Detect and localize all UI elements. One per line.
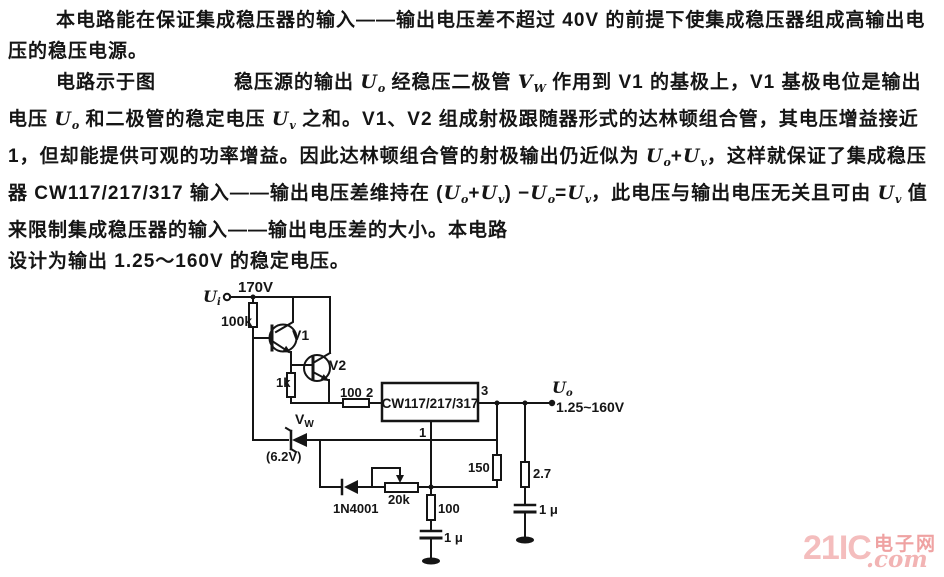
text-segment: 经稳压二极管 [385, 72, 518, 93]
label-pin1: 1 [419, 425, 426, 440]
diode-1n4001 [344, 480, 358, 494]
text-segment: U [682, 145, 701, 167]
text-segment: 稳压源的输出 [234, 72, 361, 93]
text-segment: U [567, 182, 585, 204]
label-vw: VW [295, 411, 314, 430]
text-segment: v [289, 119, 296, 132]
text-segment: 值来限制集成稳压器的输入——输出电压差的大小。本电路 [8, 183, 928, 241]
text-segment: ，此电压与输出电压无关且可由 [591, 183, 878, 204]
text-segment: o [547, 193, 556, 206]
text-segment: + [670, 146, 683, 167]
description-text: 本电路能在保证集成稳压器的输入——输出电压差不超过 40V 的前提下使集成稳压器… [0, 0, 944, 277]
text-segment: 本电路能在保证集成稳压器的输入——输出电压差不超过 40V 的前提下使集成稳压器… [8, 10, 926, 62]
resistor-2p7 [520, 461, 530, 488]
ground-out [516, 536, 534, 544]
text-segment: U [530, 182, 548, 204]
label-150: 150 [468, 460, 490, 475]
resistor-150 [492, 454, 502, 481]
text-segment: U [480, 182, 499, 204]
text-segment: U [645, 145, 664, 167]
wiper-arrow [396, 475, 404, 483]
paragraph-2: 电路示于图 稳压源的输出 Uo 经稳压二极管 VW 作用到 V1 的基极上，V1 … [8, 67, 938, 277]
label-v1: V1 [292, 327, 309, 343]
text-segment: ) − [504, 183, 531, 204]
output-terminal [548, 399, 556, 407]
text-segment: o [377, 82, 386, 95]
circuit-labels: 170V Ui 100k V1 V2 1k 100 2 CW117/217/31… [203, 279, 625, 545]
text-segment: v [700, 156, 707, 169]
label-pin3: 3 [481, 383, 488, 398]
ground-adj [422, 557, 440, 565]
text-segment: v [584, 193, 592, 206]
text-segment: U [360, 71, 378, 93]
label-pin2: 2 [366, 385, 373, 400]
text-segment: 设计为输出 1.25～160V 的稳定电压。 [8, 251, 350, 272]
label-170v: 170V [238, 279, 273, 296]
circuit-solids [250, 294, 556, 565]
text-segment: W [533, 82, 546, 95]
v1-emitter-arrow [282, 345, 291, 353]
text-segment: o [461, 193, 469, 206]
label-100-in: 100 [340, 385, 362, 400]
text-segment: 电路示于图 [56, 72, 157, 93]
text-segment: U [271, 108, 290, 130]
text-segment: U [443, 182, 462, 204]
label-cap-adj: 1 μ [444, 530, 463, 545]
watermark-site: 电子网 [874, 534, 938, 555]
potentiometer-20k [384, 482, 419, 493]
watermark-tld: .com [866, 546, 928, 573]
text-segment: 和二极管的稳定电压 [79, 109, 272, 130]
label-ui: Ui [203, 287, 221, 308]
label-100k: 100k [221, 313, 252, 329]
label-1n4001: 1N4001 [333, 501, 379, 516]
text-segment: o [663, 156, 671, 169]
paragraph-1: 本电路能在保证集成稳压器的输入——输出电压差不超过 40V 的前提下使集成稳压器… [8, 5, 938, 67]
label-100-adj: 100 [438, 501, 460, 516]
label-2p7: 2.7 [533, 466, 551, 481]
label-uo: Uo [552, 378, 573, 399]
text-segment: U [54, 108, 72, 130]
transistor-v2 [303, 354, 331, 382]
resistor-100-input [342, 398, 370, 408]
v2-emitter-arrow [320, 374, 329, 381]
text-segment: v [498, 193, 505, 206]
text-segment: o [71, 119, 80, 132]
text-segment: 之和。V1、V2 组成射极跟随器形式的达林顿组合管，其电压增益接近 1，但却能提… [8, 109, 919, 167]
text-segment: U [877, 182, 896, 204]
circuit-wires [222, 292, 550, 559]
watermark-brand: 21IC [803, 529, 872, 567]
label-v2: V2 [329, 357, 346, 373]
label-1k: 1k [276, 375, 291, 390]
label-6p2v: (6.2V) [266, 449, 301, 464]
label-output-range: 1.25~160V [556, 399, 625, 415]
text-segment: = [555, 183, 568, 204]
label-20k: 20k [388, 492, 410, 507]
text-segment: v [895, 193, 902, 206]
zener-diode-vw [292, 433, 307, 447]
resistor-100-adj [426, 494, 436, 521]
text-segment: 作用到 V1 的基极上，V1 基极电位是输出电压 [8, 72, 922, 130]
label-cap-out: 1 μ [539, 502, 558, 517]
text-segment: + [468, 183, 481, 204]
label-ic: CW117/217/317 [382, 396, 479, 411]
text-segment: V [517, 71, 534, 93]
watermark: 21IC 电子网 .com [800, 524, 944, 576]
text-segment: ，这样就保证了集成稳压器 CW117/217/317 输入——输出电压差维持在 … [8, 146, 927, 204]
